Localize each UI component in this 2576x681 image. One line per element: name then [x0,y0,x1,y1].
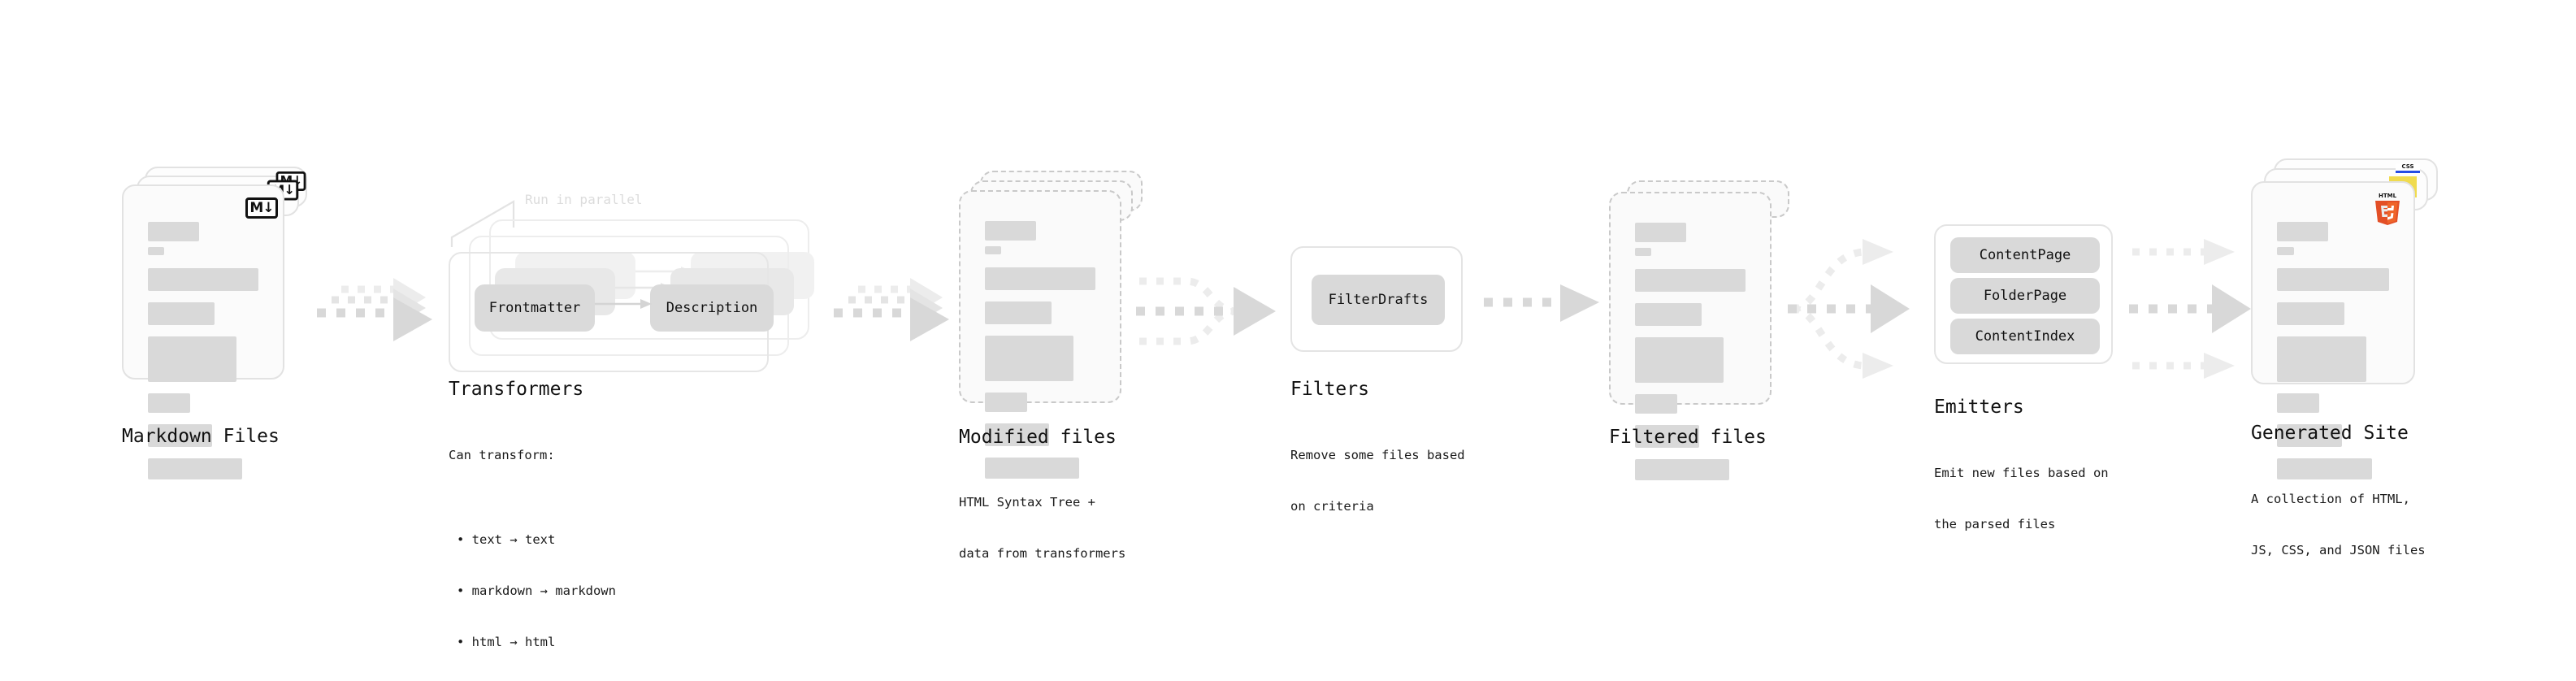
modified-subtitle-line: data from transformers [959,545,1126,561]
filtered-card-front [1609,192,1772,480]
stage-subtitle-filters: Remove some files based on criteria [1290,413,1465,549]
content-bar [985,301,1052,324]
transformers-bullet: markdown → markdown [449,583,616,600]
modified-subtitle-line: HTML Syntax Tree + [959,494,1095,510]
content-bar [148,268,258,291]
modified-card-content [985,221,1095,479]
stage-title-transformers: Transformers [449,379,584,400]
content-bar [985,423,1049,446]
content-bar [2277,222,2329,241]
transformers-intro: Can transform: [449,447,555,462]
stage-title-emitters: Emitters [1934,397,2024,418]
content-bar [148,336,236,382]
stage-subtitle-generated-site: A collection of HTML, JS, CSS, and JSON … [2251,457,2426,592]
content-bar [1635,248,1652,256]
parallel-annotation: Run in parallel [525,192,643,207]
stage-subtitle-emitters: Emit new files based on the parsed files [1934,431,2109,566]
arrow-emitters-to-site [2129,236,2275,382]
content-bar [985,393,1027,412]
content-bar [1635,337,1724,383]
parallel-bracket [450,200,515,247]
transformer-chip-frontmatter[interactable]: Frontmatter [475,284,595,332]
filters-subtitle-line: on criteria [1290,498,1374,514]
content-bar [2277,302,2344,325]
transformer-box-front: Frontmatter Description [449,252,774,372]
markdown-card-content [148,222,258,479]
stage-title-generated-site: Generated Site [2251,423,2409,444]
filters-subtitle-line: Remove some files based [1290,447,1465,462]
emitters-subtitle-line: Emit new files based on [1934,465,2109,480]
content-bar [985,221,1036,241]
transformers-bullet: html → html [449,634,616,651]
stage-title-filters: Filters [1290,379,1369,400]
content-bar [148,222,199,241]
content-bar [985,458,1079,479]
site-subtitle-line: JS, CSS, and JSON files [2251,542,2426,557]
arrow-filters-to-filtered [1484,284,1606,333]
html5-icon: HTML [2373,191,2402,225]
stage-subtitle-transformers: Can transform: text → text markdown → ma… [449,413,616,681]
svg-text:HTML: HTML [2379,193,2397,199]
modified-card-front [959,190,1121,479]
site-card-front: HTML [2251,181,2415,479]
content-bar [148,247,165,255]
filter-pill-filterdrafts[interactable]: FilterDrafts [1312,275,1445,325]
content-bar [2277,268,2389,291]
content-bar [148,302,215,325]
transformer-arrow [595,299,652,309]
arrow-modified-to-filters [1136,258,1282,364]
transformers-bullet: text → text [449,531,616,549]
stage-title-markdown-files: Markdown Files [122,426,280,447]
content-bar [2277,458,2373,479]
site-subtitle-line: A collection of HTML, [2251,491,2410,506]
content-bar [1635,269,1746,292]
transformer-chip-description[interactable]: Description [650,284,774,332]
stage-subtitle-modified-files: HTML Syntax Tree + data from transformer… [959,460,1125,596]
stage-filters-panel: FilterDrafts [1290,246,1463,352]
arrow-md-to-transformers [302,276,440,341]
content-bar [985,267,1095,290]
content-bar [985,336,1073,381]
content-bar [985,246,1002,254]
content-bar [2277,336,2367,382]
transformers-bullet-list: text → text markdown → markdown html → h… [449,498,616,681]
emitter-pill-folderpage[interactable]: FolderPage [1950,278,2100,314]
emitter-pill-contentpage[interactable]: ContentPage [1950,237,2100,273]
content-bar [1635,459,1729,480]
content-bar [2277,393,2320,413]
stage-emitters-panel: ContentPage FolderPage ContentIndex [1934,224,2113,364]
arrow-transformers-to-modified [819,276,957,341]
site-card-content [2277,222,2389,479]
emitters-subtitle-line: the parsed files [1934,516,2056,531]
markdown-icon: M↓ [245,197,278,219]
content-bar [2277,247,2294,255]
emitter-pill-contentindex[interactable]: ContentIndex [1950,319,2100,354]
content-bar [1635,425,1699,448]
arrow-filtered-to-emitters [1788,236,1934,382]
content-bar [148,458,242,479]
stage-title-filtered-files: Filtered files [1609,427,1767,448]
content-bar [148,424,212,447]
css3-icon: CSS [2396,163,2420,173]
content-bar [1635,303,1702,326]
content-bar [148,393,190,413]
content-bar [2277,424,2343,447]
markdown-card-front: M↓ [122,184,284,479]
filtered-card-content [1635,223,1746,480]
stage-title-modified-files: Modified files [959,427,1117,448]
content-bar [1635,394,1677,414]
content-bar [1635,223,1686,242]
